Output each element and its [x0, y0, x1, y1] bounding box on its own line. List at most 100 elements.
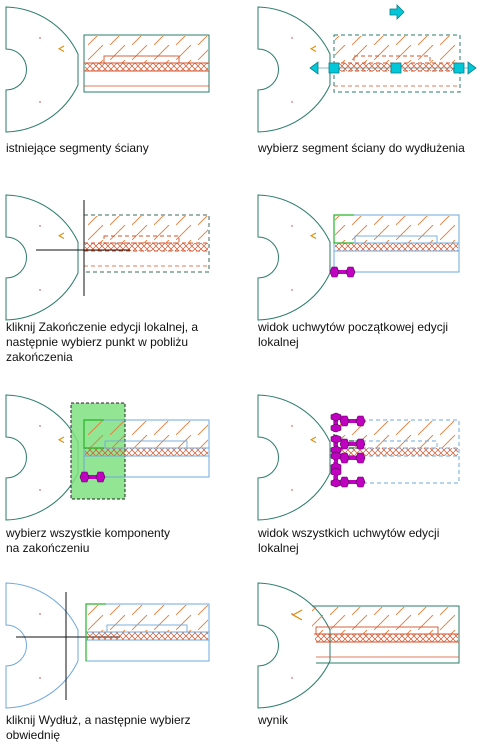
finish-hatch	[335, 216, 458, 243]
caption-line: zakończenia	[6, 350, 73, 364]
caption-line: na zakończeniu	[6, 541, 90, 555]
finish-hatch	[87, 605, 208, 632]
square-grip-icon	[328, 62, 340, 74]
caption-p6: widok wszystkich uchwytów edycji lokalne…	[258, 526, 483, 556]
bone-grip-icon	[333, 270, 347, 274]
bone-grip-icon	[339, 415, 350, 427]
bone-grip-icon	[334, 416, 338, 428]
finish-hatch	[85, 216, 208, 243]
bone-grip-icon	[334, 471, 338, 483]
end-marker	[57, 45, 65, 52]
end-marker	[309, 45, 317, 52]
caption-p2: wybierz segment ściany do wydłużenia	[258, 141, 483, 156]
caption-line: kliknij Wydłuż, a następnie wybierz	[6, 713, 191, 727]
curved-wall-segment	[5, 394, 79, 521]
curved-wall-segment	[5, 194, 79, 321]
bone-grip-icon	[339, 476, 350, 488]
wall-marker-dot	[291, 289, 293, 291]
bone-grip-icon	[330, 434, 342, 444]
panel-p5	[5, 394, 210, 521]
wall-marker-dot	[39, 101, 41, 103]
caption-line: obwiednię	[6, 728, 61, 742]
insulation-hatch	[85, 243, 208, 251]
bone-grip-icon	[355, 438, 366, 450]
bone-grip-icon	[345, 266, 356, 278]
bone-grip-icon	[343, 442, 357, 446]
curved-wall-segment	[5, 6, 79, 133]
caption-line: wybierz segment ściany do wydłużenia	[258, 141, 465, 155]
bone-grip-icon	[330, 451, 342, 461]
finish-hatch	[85, 36, 208, 63]
bone-grip-icon	[343, 456, 357, 460]
arrow-grip-icon	[389, 4, 405, 20]
insulation-hatch	[87, 632, 208, 640]
end-component-outline	[85, 603, 106, 661]
end-component-outline	[333, 214, 354, 244]
bone-grip-icon	[339, 452, 350, 464]
square-grip-icon	[453, 62, 465, 74]
curved-wall-segment	[257, 194, 331, 321]
caption-p8: wynik	[258, 713, 483, 728]
caption-line: lokalnej	[258, 541, 299, 555]
wall-marker-dot	[39, 289, 41, 291]
caption-line: następnie wybierz punkt w pobliżu	[6, 335, 189, 349]
insulation-hatch	[315, 634, 458, 642]
wall-marker-dot	[39, 225, 41, 227]
wall-marker-dot	[291, 489, 293, 491]
wall-marker-dot	[291, 101, 293, 103]
bone-grip-icon	[330, 478, 342, 488]
wall-marker-dot	[39, 425, 41, 427]
insulation-hatch	[85, 63, 208, 71]
wall-outline	[83, 34, 210, 93]
wall-marker-dot	[39, 37, 41, 39]
end-marker	[291, 609, 303, 621]
curved-wall-segment	[257, 394, 331, 521]
bone-grip-icon	[343, 419, 357, 423]
finish-hatch	[85, 421, 208, 448]
end-marker	[57, 232, 65, 239]
panel-p2	[257, 4, 477, 133]
insulation-hatch	[335, 243, 458, 251]
triangle-grip-icon	[309, 61, 319, 75]
caption-p5: wybierz wszystkie komponenty na zakończe…	[6, 526, 231, 556]
curved-wall-segment	[257, 6, 331, 133]
caption-p1: istniejące segmenty ściany	[6, 141, 231, 156]
wall-marker-dot	[291, 425, 293, 427]
caption-line: kliknij Zakończenie edycji lokalnej, a	[6, 320, 199, 334]
wall-outline	[312, 605, 460, 664]
end-marker	[309, 232, 317, 239]
insulation-hatch	[85, 448, 208, 456]
wall-marker-dot	[39, 613, 41, 615]
bone-grip-icon	[330, 423, 342, 433]
caption-line: istniejące segmenty ściany	[6, 141, 149, 155]
panel-p7	[5, 582, 210, 709]
bone-grip-icon	[355, 452, 366, 464]
caption-p3: kliknij Zakończenie edycji lokalnej, a n…	[6, 320, 231, 365]
caption-line: widok uchwytów początkowej edycji	[258, 320, 449, 334]
bone-grip-icon	[334, 438, 338, 450]
end-marker	[57, 436, 65, 443]
wall-marker-dot	[291, 677, 293, 679]
bone-grip-icon	[330, 467, 342, 477]
finish-hatch	[312, 607, 458, 634]
bone-grip-icon	[329, 266, 340, 278]
curved-wall-segment	[257, 582, 331, 709]
bone-grip-icon	[355, 415, 366, 427]
caption-p4: widok uchwytów początkowej edycji lokaln…	[258, 320, 483, 350]
panel-p4	[257, 194, 460, 321]
wall-marker-dot	[291, 225, 293, 227]
panel-p8	[257, 582, 460, 709]
panel-p3	[5, 194, 210, 321]
wall-marker-dot	[39, 677, 41, 679]
bone-grip-icon	[79, 471, 90, 483]
caption-line: lokalnej	[258, 335, 299, 349]
bone-grip-icon	[339, 438, 350, 450]
bone-grip-icon	[330, 412, 342, 422]
wall-marker-dot	[39, 489, 41, 491]
insulation-hatch	[335, 448, 458, 456]
bone-grip-icon	[355, 476, 366, 488]
bone-grip-icon	[334, 455, 338, 467]
wall-marker-dot	[291, 613, 293, 615]
finish-hatch	[335, 36, 459, 63]
